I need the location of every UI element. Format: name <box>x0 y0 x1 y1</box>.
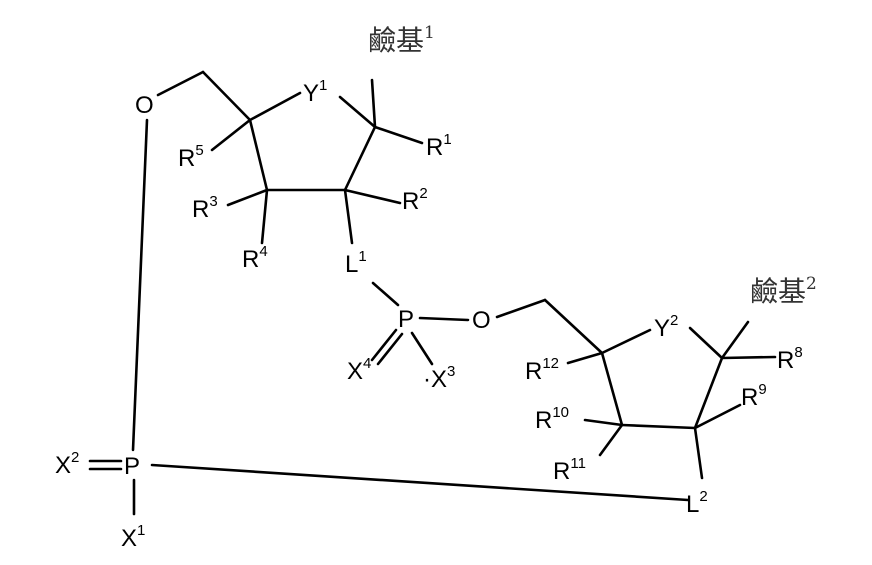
x3-text: ·X <box>423 366 447 393</box>
r5-label: R5 <box>178 142 204 172</box>
p-mid-label: P <box>398 306 414 333</box>
bond-p-left-l2 <box>152 465 688 500</box>
bond-c1-r1 <box>375 127 422 143</box>
x1-label: X1 <box>121 522 145 552</box>
o-top-label: O <box>135 92 154 119</box>
x2-text: X <box>55 452 71 479</box>
l1-label: L1 <box>345 248 367 278</box>
r12-text: R <box>525 358 542 385</box>
p-left-label: P <box>124 453 140 480</box>
bond-l1-p <box>373 283 398 305</box>
r3-text: R <box>192 196 209 223</box>
bond-c3b-r10 <box>585 420 622 425</box>
r10-label: R10 <box>535 404 569 434</box>
x2-label: X2 <box>55 449 79 479</box>
bond-c1b-base2 <box>722 322 748 358</box>
x3-sup: 3 <box>447 363 455 380</box>
r9-sup: 9 <box>758 381 766 398</box>
bond-c1-c2 <box>345 127 375 190</box>
r5-sup: 5 <box>195 142 203 159</box>
r2-text: R <box>402 188 419 215</box>
y1-label: Y1 <box>303 77 327 107</box>
atom-labels: 鹼基1 鹼基2 Y1 O R5 R1 R3 R2 R4 <box>55 23 817 552</box>
l2-sup: 2 <box>699 488 707 505</box>
r8-text: R <box>777 347 794 374</box>
base2-label: 鹼基2 <box>750 274 817 308</box>
r12-label: R12 <box>525 355 559 385</box>
r8-label: R8 <box>777 344 803 374</box>
r9-label: R9 <box>741 381 767 411</box>
bond-c3b-r11 <box>600 425 622 455</box>
base1-sup: 1 <box>424 23 435 43</box>
x3-label: ·X3 <box>423 363 455 393</box>
r4-sup: 4 <box>259 243 267 260</box>
r11-sup: 11 <box>570 455 586 472</box>
r10-sup: 10 <box>552 404 569 421</box>
y1-sup: 1 <box>319 77 327 94</box>
r1-text: R <box>426 134 443 161</box>
bond-c3-r3 <box>228 190 267 205</box>
x4-sup: 4 <box>363 355 371 372</box>
r12-sup: 12 <box>542 355 559 372</box>
bond-c2-r2 <box>345 190 400 203</box>
y2-sup: 2 <box>670 312 678 329</box>
x4-label: X4 <box>347 355 371 385</box>
bond-c3b-c4b <box>602 353 622 425</box>
r2-sup: 2 <box>419 185 427 202</box>
bond-o-c5b <box>497 300 545 317</box>
l1-text: L <box>345 251 358 278</box>
base2-text: 鹼基 <box>750 275 806 308</box>
bond-c5b-c4b <box>545 300 602 353</box>
y1-text: Y <box>303 80 319 107</box>
r11-label: R11 <box>553 455 586 485</box>
bond-o-p-left <box>133 120 147 450</box>
bond-c1-base1 <box>372 80 375 127</box>
r1-sup: 1 <box>443 131 451 148</box>
bond-c4-y1 <box>250 93 300 120</box>
bond-c2b-l2 <box>695 428 702 478</box>
r1-label: R1 <box>426 131 452 161</box>
l2-text: L <box>686 491 699 518</box>
bond-c4b-y2 <box>602 330 650 353</box>
r4-label: R4 <box>242 243 268 273</box>
bond-p-o <box>420 318 468 320</box>
bond-c5-o <box>158 72 203 95</box>
base1-label: 鹼基1 <box>368 23 435 57</box>
l1-sup: 1 <box>358 248 366 265</box>
bond-c1b-r8 <box>722 357 775 358</box>
x2-sup: 2 <box>71 449 79 466</box>
r11-text: R <box>553 458 570 485</box>
o-mid-label: O <box>472 307 491 334</box>
bond-c4-c5 <box>203 72 250 120</box>
x1-text: X <box>121 525 137 552</box>
r4-text: R <box>242 246 259 273</box>
bond-c2-l1 <box>345 190 352 243</box>
l2-label: L2 <box>686 488 708 518</box>
r10-text: R <box>535 407 552 434</box>
bond-c4-r5 <box>212 120 250 150</box>
r9-text: R <box>741 384 758 411</box>
x1-sup: 1 <box>137 522 145 539</box>
bond-c4b-r12 <box>568 353 602 363</box>
y2-label: Y2 <box>654 312 678 342</box>
base2-sup: 2 <box>806 274 817 294</box>
r3-sup: 3 <box>209 193 217 210</box>
bond-c2b-c3b <box>622 425 695 428</box>
r3-label: R3 <box>192 193 218 223</box>
bond-p-x3 <box>412 333 432 364</box>
x4-text: X <box>347 358 363 385</box>
base1-text: 鹼基 <box>368 24 424 57</box>
r5-text: R <box>178 145 195 172</box>
bond-y2-c1b <box>690 328 722 358</box>
y2-text: Y <box>654 315 670 342</box>
bond-y1-c1 <box>340 97 375 127</box>
bond-c3-c4 <box>250 120 267 190</box>
r8-sup: 8 <box>794 344 802 361</box>
bond-c3-r4 <box>262 190 267 243</box>
r2-label: R2 <box>402 185 428 215</box>
